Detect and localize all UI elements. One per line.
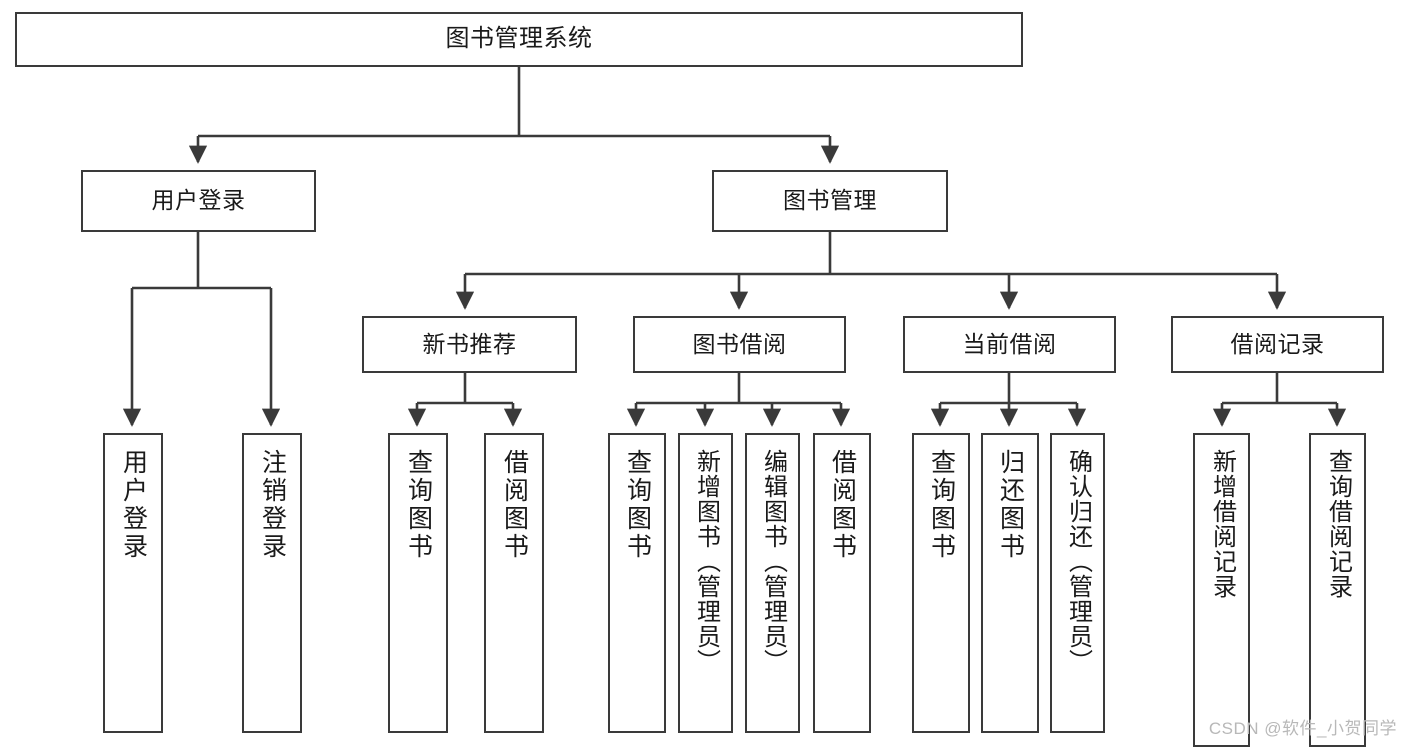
node-label: 归还图书	[996, 449, 1025, 561]
node-label: 查询图书	[927, 449, 956, 561]
leaf-book-borrow-add[interactable]: 新增图书（管理员）	[678, 433, 733, 733]
node-new-book-recommend[interactable]: 新书推荐	[362, 316, 577, 373]
node-label: 查询图书	[404, 449, 433, 561]
node-label: 新增图书（管理员）	[692, 449, 720, 674]
leaf-book-borrow-edit[interactable]: 编辑图书（管理员）	[745, 433, 800, 733]
leaf-current-borrow-confirm[interactable]: 确认归还（管理员）	[1050, 433, 1105, 733]
leaf-user-login-logout[interactable]: 注销登录	[242, 433, 302, 733]
leaf-book-borrow-query[interactable]: 查询图书	[608, 433, 666, 733]
node-label: 用户登录	[119, 449, 148, 561]
node-label: 查询图书	[623, 449, 652, 561]
node-label: 用户登录	[151, 187, 246, 214]
leaf-new-book-query[interactable]: 查询图书	[388, 433, 448, 733]
leaf-current-borrow-return[interactable]: 归还图书	[981, 433, 1039, 733]
node-label: 借阅图书	[500, 449, 529, 561]
node-label: 图书借阅	[692, 330, 787, 357]
node-label: 借阅图书	[828, 449, 857, 561]
node-root-system[interactable]: 图书管理系统	[15, 12, 1023, 67]
node-book-borrow[interactable]: 图书借阅	[633, 316, 846, 373]
node-label: 新增借阅记录	[1208, 449, 1236, 599]
leaf-current-borrow-query[interactable]: 查询图书	[912, 433, 970, 733]
leaf-borrow-record-add[interactable]: 新增借阅记录	[1193, 433, 1250, 747]
leaf-new-book-borrow[interactable]: 借阅图书	[484, 433, 544, 733]
node-borrow-record[interactable]: 借阅记录	[1171, 316, 1384, 373]
leaf-book-borrow-borrow[interactable]: 借阅图书	[813, 433, 871, 733]
node-label: 新书推荐	[422, 330, 517, 357]
node-label: 注销登录	[258, 449, 287, 561]
node-label: 图书管理	[783, 187, 877, 214]
node-label: 当前借阅	[962, 330, 1057, 357]
node-user-login[interactable]: 用户登录	[81, 170, 316, 232]
node-label: 借阅记录	[1230, 330, 1325, 357]
leaf-borrow-record-query[interactable]: 查询借阅记录	[1309, 433, 1366, 747]
node-label: 查询借阅记录	[1324, 449, 1352, 599]
node-label: 确认归还（管理员）	[1064, 449, 1092, 674]
csdn-watermark: CSDN @软件_小贺同学	[1208, 719, 1397, 738]
node-label: 编辑图书（管理员）	[759, 449, 787, 674]
node-book-management[interactable]: 图书管理	[712, 170, 948, 232]
node-label: 图书管理系统	[445, 25, 593, 53]
node-current-borrow[interactable]: 当前借阅	[903, 316, 1116, 373]
leaf-user-login-login[interactable]: 用户登录	[103, 433, 163, 733]
